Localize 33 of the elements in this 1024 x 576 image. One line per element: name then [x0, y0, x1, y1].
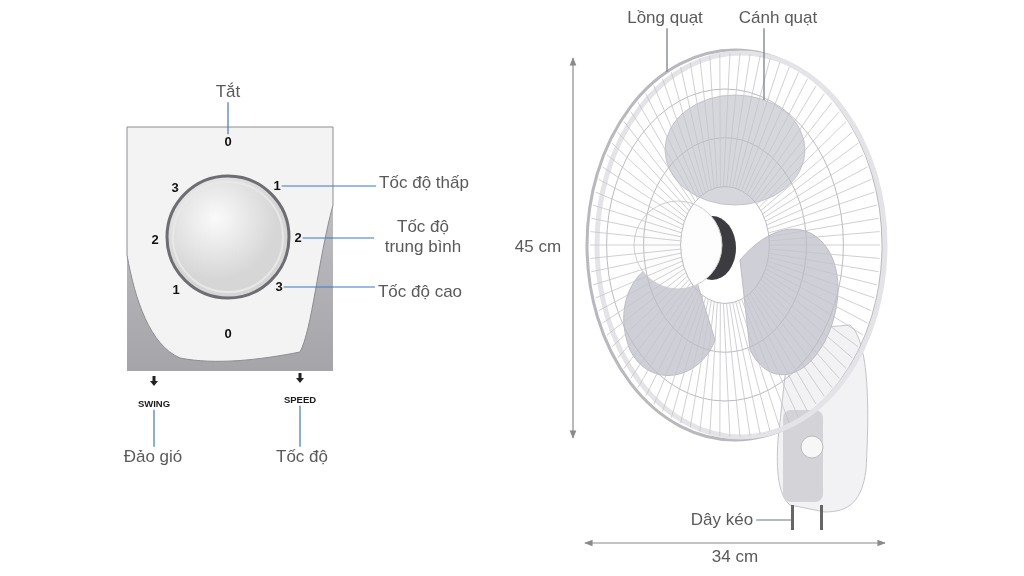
leader-line [281, 185, 377, 187]
dial-number: 3 [171, 180, 179, 196]
dial-number: 1 [172, 282, 180, 298]
callout-text: Đảo gió [123, 446, 183, 468]
dial-number: 2 [294, 230, 302, 246]
leader-line [299, 405, 301, 448]
dial-number: 1 [273, 178, 281, 194]
leader-line [227, 101, 229, 135]
leader-line [763, 27, 765, 101]
dial-number: 3 [275, 279, 283, 295]
leader-line [153, 409, 155, 448]
callout-text: Tốc độ thấp [379, 172, 469, 194]
callout-text: Tắt [215, 81, 241, 103]
callout-text: Dây kéo [690, 509, 754, 531]
leader-line [302, 237, 375, 239]
switch-label: SWING [137, 398, 171, 410]
callout-text: Tốc độ [276, 446, 328, 468]
fan-blade [664, 94, 806, 206]
dial-number: 0 [224, 134, 232, 150]
leader-line [755, 519, 792, 521]
dimension-text: 34 cm [711, 546, 759, 568]
callout-text: Cánh quạt [738, 7, 818, 29]
callout-text: Lồng quạt [627, 7, 703, 29]
callout-text: Tốc độ trung bình [377, 216, 469, 258]
leader-line [666, 27, 668, 73]
switch-label: SPEED [283, 394, 317, 406]
callout-text: Tốc độ cao [377, 281, 463, 303]
dial-number: 2 [151, 232, 159, 248]
leader-line [283, 286, 376, 288]
dial-number: 0 [224, 326, 232, 342]
fan-guard [585, 48, 888, 442]
pull-cord [791, 505, 823, 530]
dimension-text: 45 cm [514, 236, 562, 258]
